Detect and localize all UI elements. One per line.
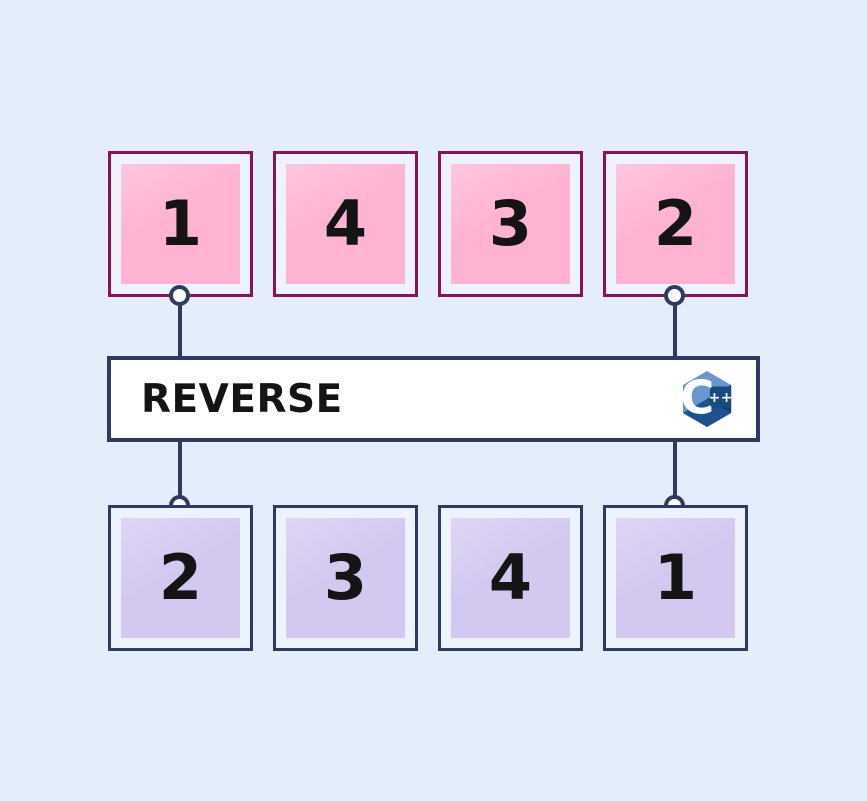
output-array-cell: 4 [438, 505, 583, 651]
connector-line-top-left [178, 296, 182, 358]
output-array-row: 2 3 4 1 [108, 505, 748, 651]
cell-fill: 2 [616, 164, 735, 284]
cell-fill: 4 [286, 164, 405, 284]
cpp-logo-c-glyph: C [680, 370, 714, 424]
reverse-label: REVERSE [141, 376, 343, 422]
input-array-cell: 1 [108, 151, 253, 297]
output-array-cell: 3 [273, 505, 418, 651]
connector-line-top-right [673, 296, 677, 358]
cell-fill: 4 [451, 518, 570, 638]
cell-value: 1 [653, 541, 698, 614]
cell-fill: 3 [451, 164, 570, 284]
connector-line-bottom-right [673, 440, 677, 506]
input-array-cell: 4 [273, 151, 418, 297]
cell-value: 3 [323, 541, 368, 614]
cell-fill: 1 [121, 164, 240, 284]
cell-value: 2 [158, 541, 203, 614]
input-array-cell: 2 [603, 151, 748, 297]
output-array-cell: 2 [108, 505, 253, 651]
cell-fill: 2 [121, 518, 240, 638]
reverse-operation-bar: REVERSE C ++ [107, 356, 760, 442]
cell-value: 4 [488, 541, 533, 614]
connector-dot-top-left [169, 285, 190, 306]
connector-line-bottom-left [178, 440, 182, 506]
output-array-cell: 1 [603, 505, 748, 651]
cell-value: 3 [488, 187, 533, 260]
cell-value: 1 [158, 187, 203, 260]
connector-dot-top-right [664, 285, 685, 306]
cpp-logo-plus-glyph: ++ [708, 390, 732, 406]
cell-value: 4 [323, 187, 368, 260]
cell-value: 2 [653, 187, 698, 260]
input-array-cell: 3 [438, 151, 583, 297]
input-array-row: 1 4 3 2 [108, 151, 748, 297]
cell-fill: 3 [286, 518, 405, 638]
cpp-logo-icon: C ++ [680, 370, 733, 427]
cell-fill: 1 [616, 518, 735, 638]
